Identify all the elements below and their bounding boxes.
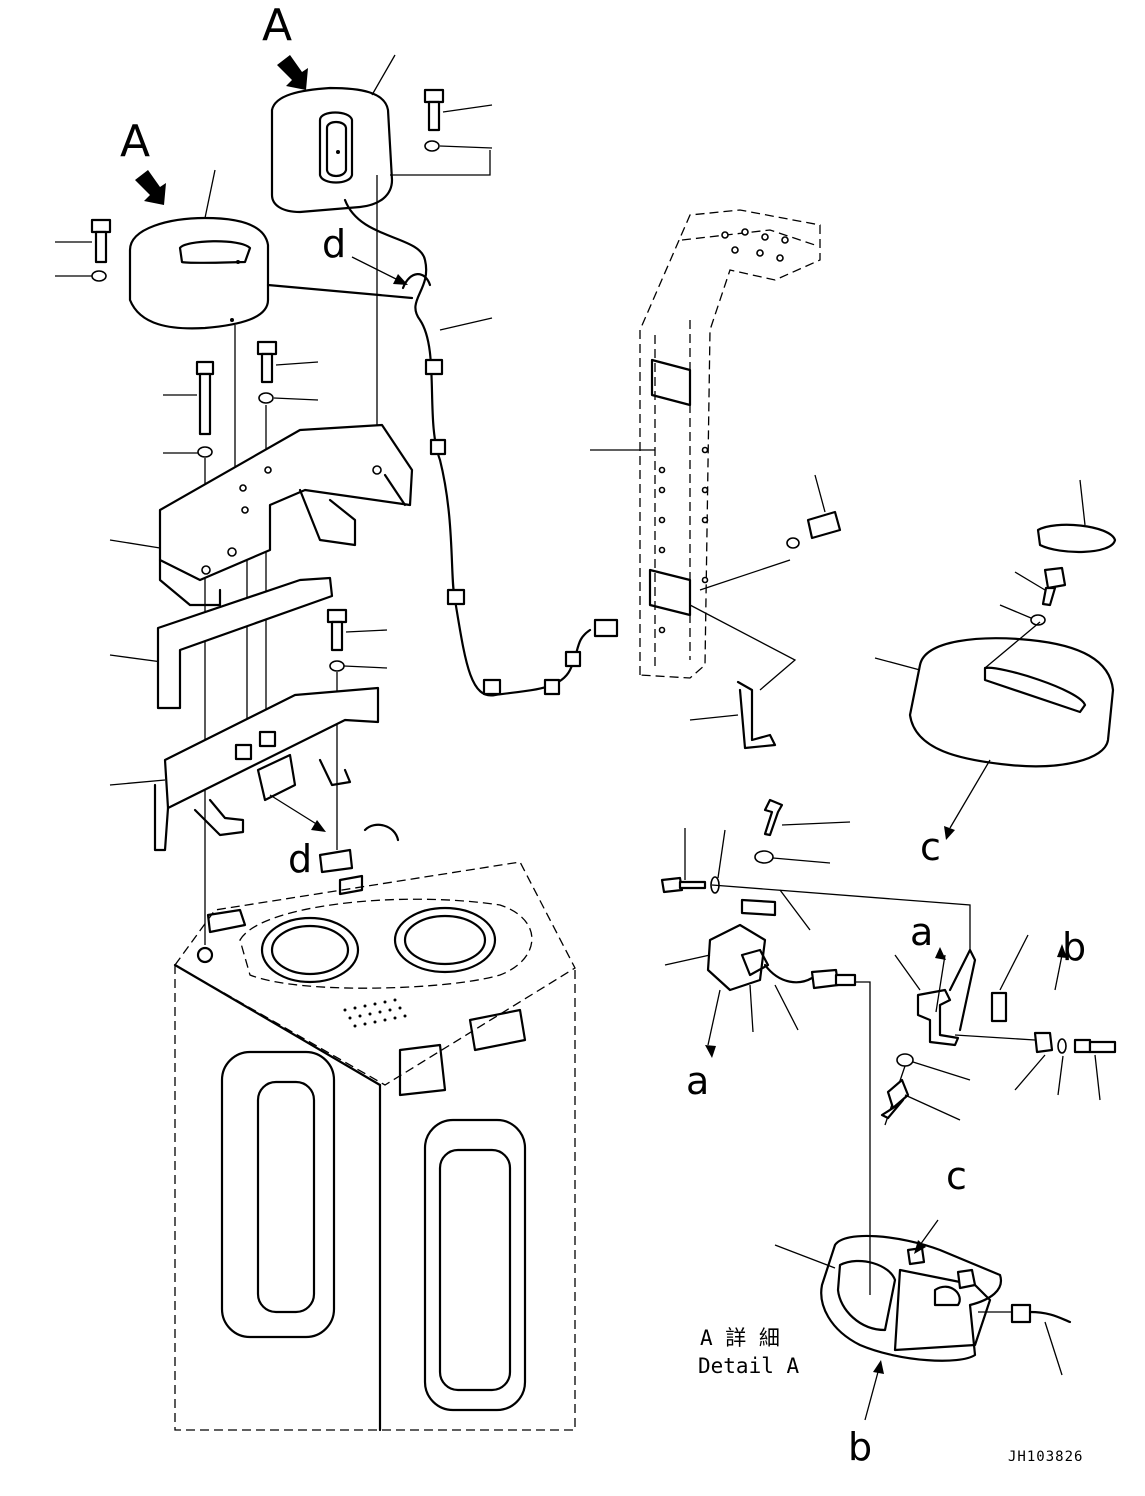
- support-bar: [156, 576, 334, 710]
- arrow-d-lower: [269, 794, 326, 832]
- detail-title-jp: A 詳 細: [700, 1326, 780, 1350]
- column-post: [639, 209, 821, 679]
- view-arrow-left: [135, 170, 166, 205]
- column-fasteners: [590, 449, 842, 750]
- vent-grid: [343, 998, 407, 1028]
- connector-label-b-lower: b: [848, 1425, 873, 1469]
- connector-label-c-lower: c: [946, 1154, 967, 1198]
- view-arrow-upper: [277, 55, 308, 90]
- bolt-right: [999, 566, 1067, 626]
- arrow-d-upper: [351, 256, 408, 285]
- cover-right: [874, 621, 1115, 840]
- cover-upper: [270, 86, 394, 214]
- view-label-a-left: A: [120, 116, 151, 167]
- connector-label-c-right: c: [920, 825, 941, 869]
- view-label-a-top: A: [262, 0, 293, 51]
- connector-label-d-lower: d: [288, 837, 313, 881]
- bolts-top-left: [90, 88, 445, 672]
- connector-label-d-upper: d: [322, 222, 347, 266]
- connector-label-a-upper: a: [910, 910, 934, 954]
- cover-left: [128, 216, 270, 330]
- connector-label-a-lower: a: [686, 1059, 710, 1103]
- connector-label-b-upper: b: [1062, 925, 1087, 969]
- bracket-assembly: [880, 934, 1117, 1126]
- mounting-plate: [158, 423, 414, 607]
- detail-a-cover: [774, 1219, 1072, 1421]
- switch-assembly: [660, 798, 971, 1295]
- clip-top-right: [1036, 479, 1117, 553]
- leaders-left: [55, 54, 493, 786]
- detail-title-en: Detail A: [698, 1354, 800, 1378]
- drawing-code: JH103826: [1008, 1449, 1084, 1465]
- cab-frame: [173, 823, 576, 1432]
- lower-tray: [153, 686, 380, 852]
